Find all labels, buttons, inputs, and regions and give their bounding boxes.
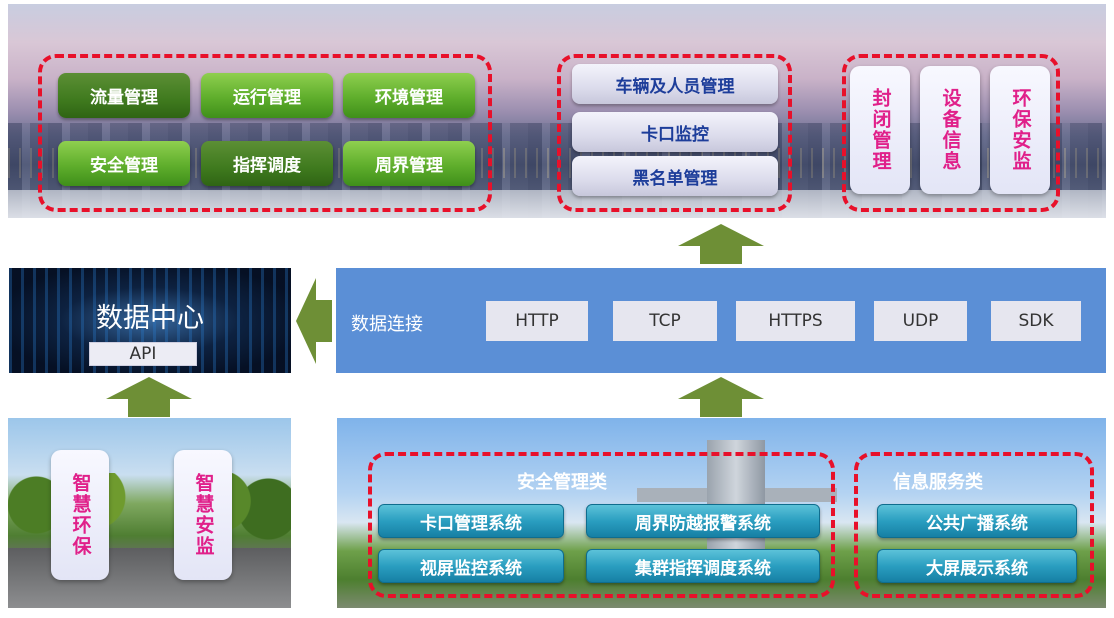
data-center-panel: 数据中心 bbox=[9, 268, 291, 373]
env-safety-card[interactable]: 环保安监 bbox=[990, 66, 1050, 194]
operation-management-button[interactable]: 运行管理 bbox=[201, 73, 333, 118]
blacklist-button[interactable]: 黑名单管理 bbox=[572, 156, 778, 196]
device-info-card[interactable]: 设备信息 bbox=[920, 66, 980, 194]
arrow-up-icon bbox=[106, 377, 192, 417]
safety-systems-frame bbox=[368, 452, 835, 598]
data-connection-bar bbox=[336, 268, 1106, 373]
video-monitor-button[interactable]: 视屏监控系统 bbox=[378, 549, 564, 583]
perimeter-alarm-button[interactable]: 周界防越报警系统 bbox=[586, 504, 820, 538]
data-center-title: 数据中心 bbox=[96, 303, 204, 334]
checkpoint-monitor-button[interactable]: 卡口监控 bbox=[572, 112, 778, 152]
protocol-http[interactable]: HTTP bbox=[486, 301, 588, 341]
perimeter-management-button[interactable]: 周界管理 bbox=[343, 141, 475, 186]
safety-category-title: 安全管理类 bbox=[517, 472, 607, 493]
traffic-management-button[interactable]: 流量管理 bbox=[58, 73, 190, 118]
safety-management-button[interactable]: 安全管理 bbox=[58, 141, 190, 186]
business-group-frame bbox=[38, 54, 492, 212]
cluster-dispatch-button[interactable]: 集群指挥调度系统 bbox=[586, 549, 820, 583]
closed-management-card[interactable]: 封闭管理 bbox=[850, 66, 910, 194]
protocol-https[interactable]: HTTPS bbox=[736, 301, 855, 341]
arrow-up-icon bbox=[678, 377, 764, 417]
arrow-up-icon bbox=[678, 224, 764, 264]
environment-management-button[interactable]: 环境管理 bbox=[343, 73, 475, 118]
protocol-udp[interactable]: UDP bbox=[874, 301, 967, 341]
protocol-sdk[interactable]: SDK bbox=[991, 301, 1081, 341]
vertical-group-frame bbox=[842, 54, 1060, 212]
info-services-frame bbox=[854, 452, 1094, 598]
smart-safety-card[interactable]: 智慧安监 bbox=[174, 450, 232, 580]
smart-env-card[interactable]: 智慧环保 bbox=[51, 450, 109, 580]
checkpoint-system-button[interactable]: 卡口管理系统 bbox=[378, 504, 564, 538]
info-category-title: 信息服务类 bbox=[893, 472, 983, 493]
data-connection-label: 数据连接 bbox=[351, 314, 423, 335]
api-badge[interactable]: API bbox=[89, 342, 197, 366]
arrow-left-icon bbox=[296, 278, 332, 364]
public-broadcast-button[interactable]: 公共广播系统 bbox=[877, 504, 1077, 538]
vehicle-personnel-button[interactable]: 车辆及人员管理 bbox=[572, 64, 778, 104]
protocol-tcp[interactable]: TCP bbox=[613, 301, 717, 341]
command-dispatch-button[interactable]: 指挥调度 bbox=[201, 141, 333, 186]
big-screen-button[interactable]: 大屏展示系统 bbox=[877, 549, 1077, 583]
checkpoint-group-frame bbox=[557, 54, 792, 212]
